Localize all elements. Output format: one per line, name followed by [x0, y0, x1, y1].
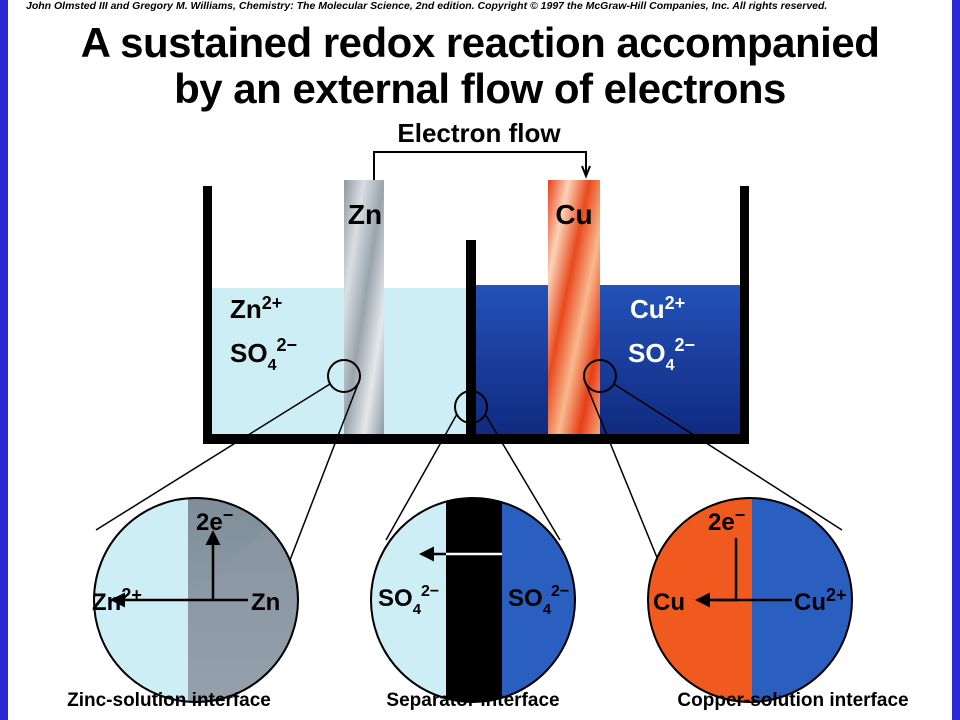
external-wire	[373, 151, 587, 180]
title-line-2: by an external flow of electrons	[174, 65, 786, 112]
separator-left-ion: SO42−	[378, 583, 439, 618]
zinc-interface-metal: Zn	[251, 589, 280, 616]
copper-electrode	[548, 180, 600, 434]
magnifier-lines	[95, 383, 843, 561]
copper-interface-electrons: 2e−	[708, 505, 745, 536]
zinc-interface-electrons-charge: −	[223, 505, 234, 525]
beaker-right-wall	[740, 186, 749, 444]
separator-left-ion-symbol: SO	[378, 585, 413, 612]
separator-left-ion-charge: 2−	[421, 583, 439, 600]
zinc-electrode	[344, 180, 384, 434]
copper-sulfate-subscript: 4	[666, 357, 675, 374]
copper-interface-electrons-charge: −	[735, 505, 746, 525]
beaker-left-wall	[203, 186, 212, 444]
electron-flow-label: Electron flow	[397, 118, 561, 148]
zinc-interface-electrons-symbol: 2e	[196, 509, 223, 536]
copper-magnifier-ring	[583, 359, 617, 393]
separator-right-ion-subscript: 4	[543, 601, 552, 618]
copper-interface-electrons-symbol: 2e	[708, 509, 735, 536]
zinc-interface: 2e− Zn2+ Zn	[92, 497, 299, 703]
copper-interface-metal: Cu	[653, 589, 685, 616]
copper-interface: 2e− Cu Cu2+	[647, 497, 853, 703]
zinc-sulfate-label: SO4 2−	[230, 335, 297, 374]
zinc-interface-ion-symbol: Zn	[92, 589, 121, 616]
separator-right-ion: SO42−	[508, 583, 569, 618]
copper-interface-caption: Copper-solution interface	[677, 690, 908, 711]
zinc-ion-symbol: Zn	[230, 294, 262, 324]
page-title: A sustained redox reaction accompanied b…	[8, 20, 952, 112]
zinc-electrode-label: Zn	[348, 199, 382, 230]
copper-solution	[476, 285, 740, 434]
separator-interface: SO42− SO42−	[370, 497, 576, 703]
slide: John Olmsted III and Gregory M. Williams…	[8, 0, 952, 720]
zinc-ion-charge: 2+	[262, 293, 283, 313]
copper-ion-charge: 2+	[665, 293, 686, 313]
copper-interface-ion-symbol: Cu	[794, 589, 826, 616]
separator-left-ion-subscript: 4	[413, 601, 422, 618]
copper-ion-label: Cu2+	[630, 293, 685, 324]
copyright-notice: John Olmsted III and Gregory M. Williams…	[26, 0, 828, 12]
zinc-sulfate-charge: 2−	[276, 335, 297, 355]
zinc-interface-ion: Zn2+	[92, 585, 142, 616]
copper-electrode-label: Cu	[555, 199, 592, 230]
separator-right-ion-charge: 2−	[551, 583, 569, 600]
title-line-1: A sustained redox reaction accompanied	[80, 19, 880, 66]
zinc-interface-caption: Zinc-solution interface	[67, 690, 271, 711]
separator-wall	[466, 240, 476, 440]
copper-sulfate-symbol: SO	[628, 338, 666, 368]
zinc-interface-electrons: 2e−	[196, 505, 233, 536]
electron-flow-arrow-head	[581, 165, 591, 179]
separator-interface-caption: Separator interface	[386, 690, 559, 711]
copper-interface-ion: Cu2+	[794, 585, 847, 616]
separator-magnifier-ring	[454, 390, 488, 424]
copper-sulfate-charge: 2−	[674, 335, 695, 355]
copper-ion-symbol: Cu	[630, 294, 665, 324]
galvanic-cell-diagram: Electron flow Zn Cu Zn2+ SO42− Cu2+ SO42…	[67, 118, 908, 711]
zinc-sulfate-symbol: SO	[230, 338, 268, 368]
zinc-ion-label: Zn2+	[230, 293, 282, 324]
copper-interface-ion-charge: 2+	[826, 585, 847, 605]
copper-sulfate-label: SO4 2−	[628, 335, 695, 374]
zinc-sulfate-subscript: 4	[268, 357, 277, 374]
zinc-interface-ion-charge: 2+	[121, 585, 142, 605]
zinc-magnifier-ring	[327, 359, 361, 393]
separator-right-ion-symbol: SO	[508, 585, 543, 612]
